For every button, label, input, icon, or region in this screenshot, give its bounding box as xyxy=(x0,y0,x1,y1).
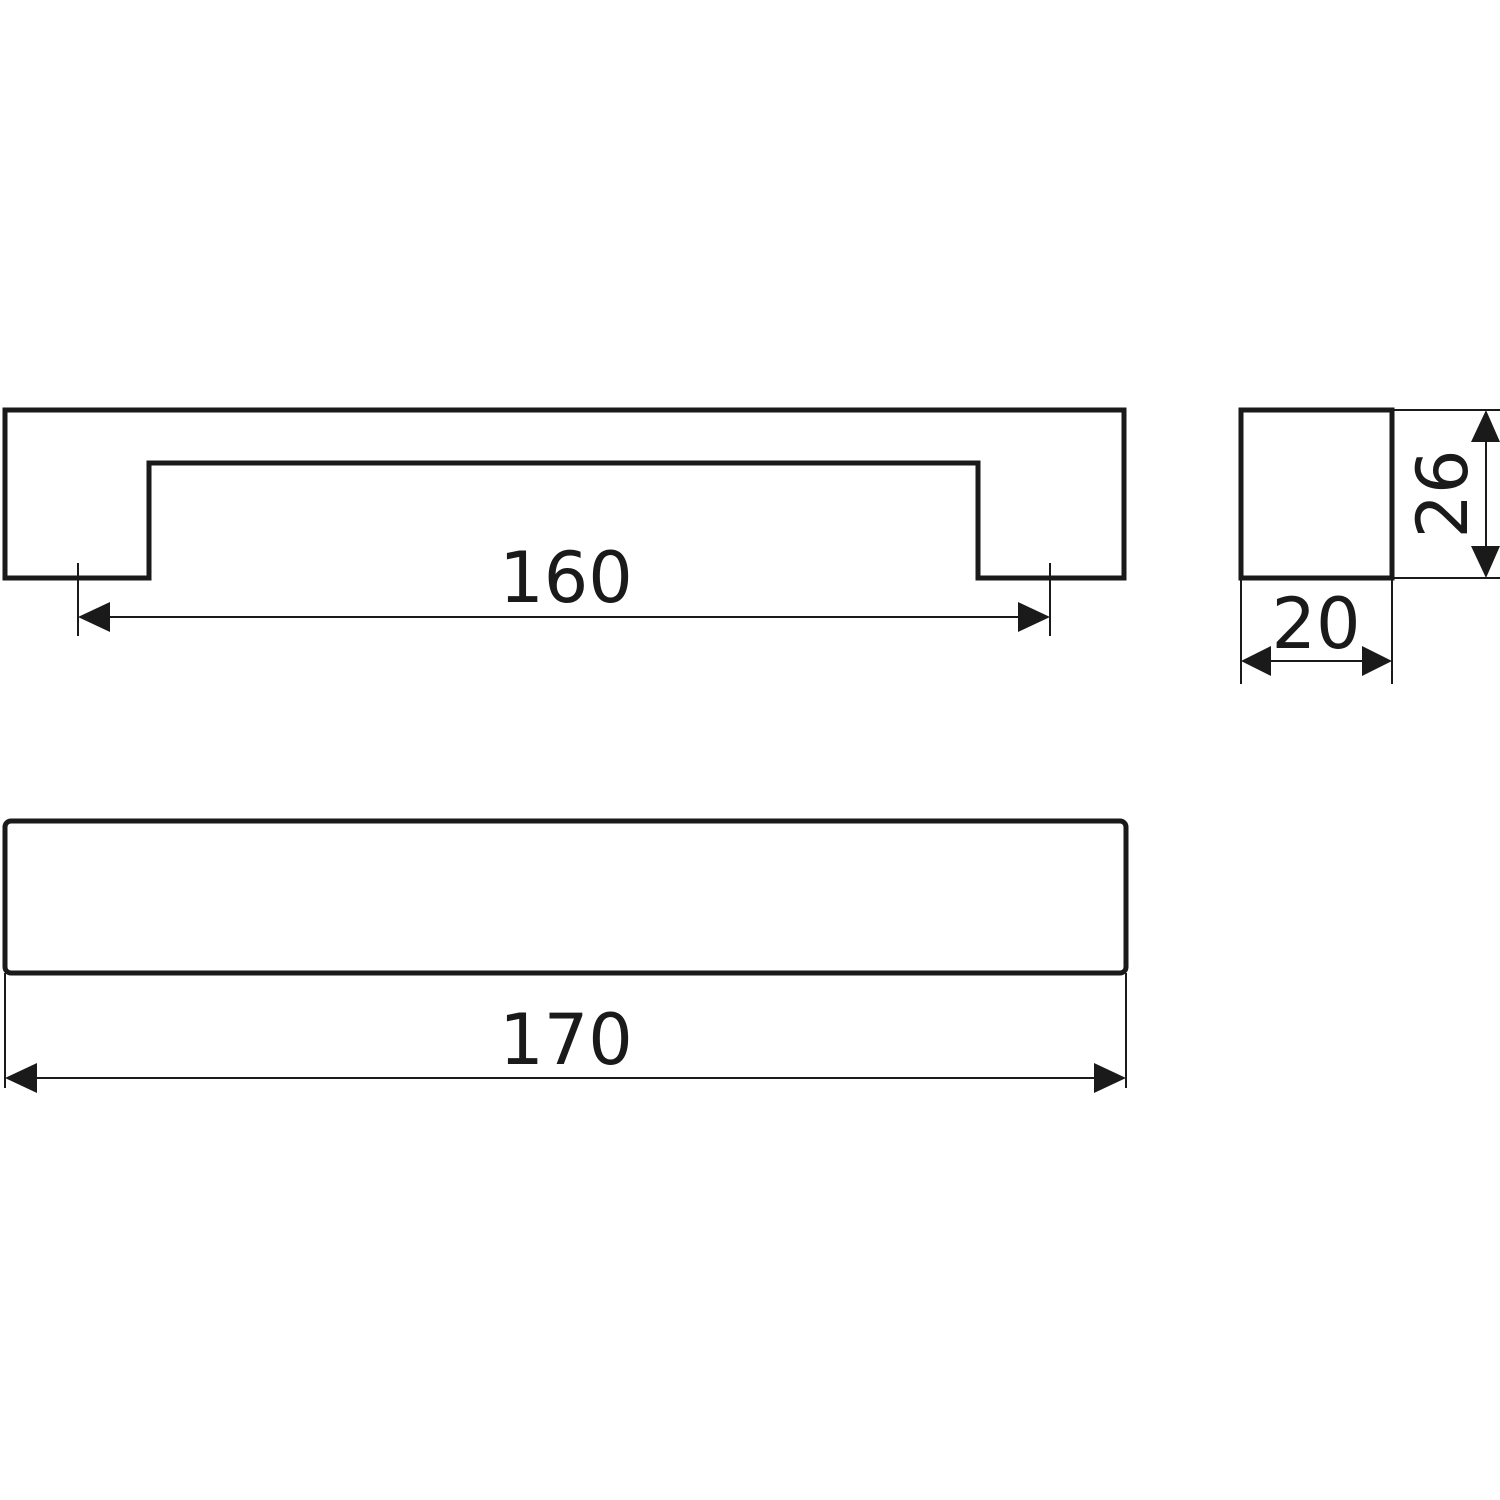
length-arrow-left xyxy=(5,1063,37,1093)
top-view-outline xyxy=(2,818,1129,976)
height-label: 26 xyxy=(1402,449,1484,538)
hole-spacing-arrow-left xyxy=(78,602,110,632)
length-arrow-right xyxy=(1094,1063,1126,1093)
hole-spacing-label: 160 xyxy=(499,537,633,619)
end-view-outline xyxy=(1238,407,1395,581)
height-arrow-top xyxy=(1471,410,1500,442)
overall-length-dimension: 170 xyxy=(4,973,1127,1093)
overall-length-label: 170 xyxy=(499,999,633,1081)
front-view-outline xyxy=(2,407,1127,581)
front-view: 160 xyxy=(2,407,1127,636)
width-label: 20 xyxy=(1271,583,1360,665)
top-view: 170 xyxy=(2,818,1129,1093)
width-dimension: 20 xyxy=(1240,578,1393,684)
height-arrow-bottom xyxy=(1471,546,1500,578)
hole-spacing-dimension: 160 xyxy=(77,537,1051,636)
width-arrow-right xyxy=(1362,646,1392,676)
end-view: 20 26 xyxy=(1238,407,1500,684)
width-arrow-left xyxy=(1241,646,1271,676)
hole-spacing-arrow-right xyxy=(1018,602,1050,632)
height-dimension: 26 xyxy=(1392,409,1500,579)
